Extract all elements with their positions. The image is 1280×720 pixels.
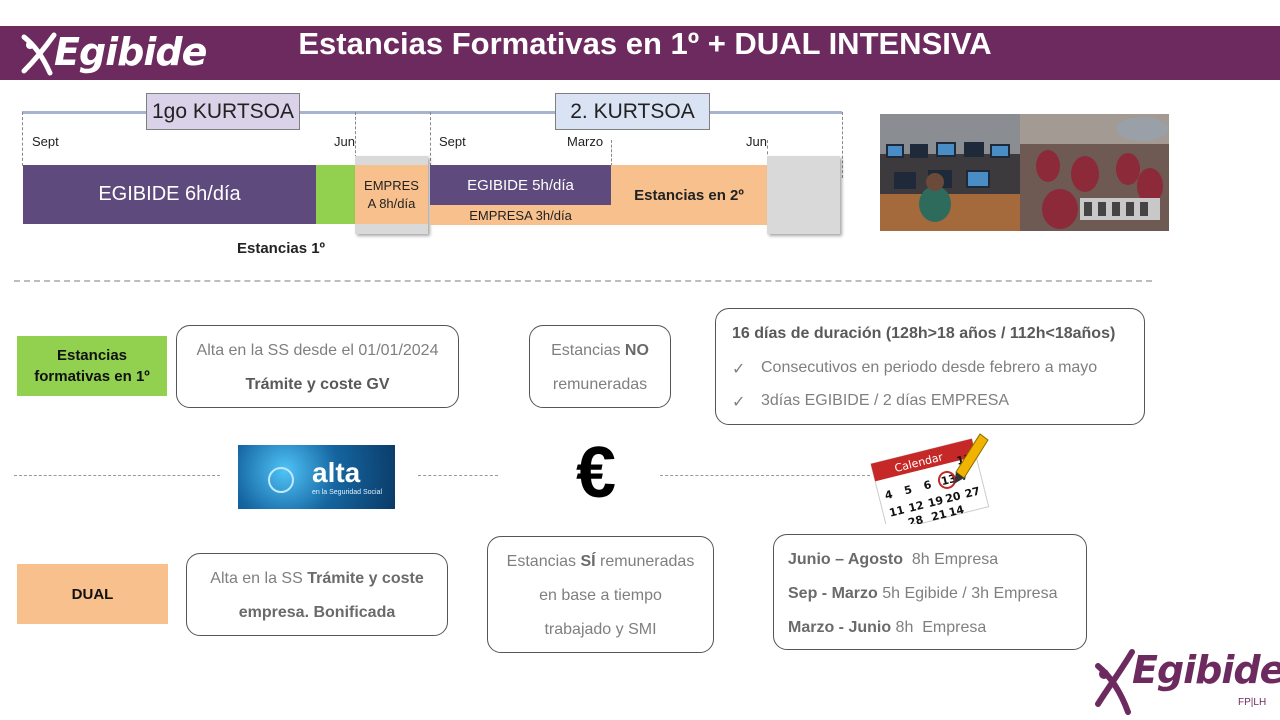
timeline-marker <box>355 112 356 158</box>
estancias-row-label: Estancias formativas en 1º <box>17 336 167 396</box>
check-icon: ✓ <box>732 394 746 411</box>
estancias-remun-line1: Estancias NO <box>551 342 649 359</box>
icon-row-separator <box>660 475 870 476</box>
alta-text: alta <box>312 457 361 488</box>
dual-alta-line1: Alta en la SS Trámite y coste <box>210 570 424 587</box>
dual-schedule-3: Marzo - Junio 8h Empresa <box>788 619 987 636</box>
segment-egibide-6h: EGIBIDE 6h/día <box>23 165 316 224</box>
section-separator <box>14 280 1152 282</box>
svg-text:21: 21 <box>930 507 948 523</box>
kurtsoa-1-label: 1go KURTSOA <box>146 93 300 130</box>
dual-remun-line3: trabajado y SMI <box>544 621 657 638</box>
alta-subtext: en la Seguridad Social <box>312 489 383 496</box>
estancias-duration-box: 16 días de duración (128h>18 años / 112h… <box>715 308 1145 425</box>
svg-text:12: 12 <box>907 499 925 515</box>
timeline-marker <box>767 140 768 160</box>
duration-title: 16 días de duración (128h>18 años / 112h… <box>732 325 1116 342</box>
month-marzo: Marzo <box>567 134 604 149</box>
segment-empresa-3h: EMPRESA 3h/día <box>430 205 611 225</box>
svg-text:14: 14 <box>947 503 965 519</box>
estancias-remun-box: Estancias NO remuneradas <box>529 325 671 408</box>
segment-egibide-5h: EGIBIDE 5h/día <box>430 165 611 205</box>
dual-schedule-1: Junio – Agosto 8h Empresa <box>788 551 999 568</box>
dual-remun-box: Estancias SÍ remuneradas en base a tiemp… <box>487 536 714 653</box>
svg-text:5: 5 <box>903 483 914 497</box>
svg-text:6: 6 <box>922 478 933 493</box>
svg-text:11: 11 <box>888 503 906 519</box>
timeline-marker <box>611 140 612 166</box>
timeline-axis <box>22 111 842 114</box>
euro-icon: € <box>576 433 617 513</box>
svg-text:27: 27 <box>963 485 981 501</box>
timeline-marker <box>842 112 843 178</box>
footer-logo-text: Egibide <box>1132 648 1280 692</box>
dual-remun-line2: en base a tiempo <box>539 587 662 604</box>
svg-text:28: 28 <box>907 513 925 524</box>
egibide-x-logo-icon <box>21 32 57 76</box>
svg-text:19: 19 <box>927 494 945 510</box>
page-title: Estancias Formativas en 1º + DUAL INTENS… <box>298 26 992 61</box>
svg-text:20: 20 <box>944 489 962 505</box>
header-bar <box>0 26 1280 80</box>
timeline-marker <box>430 112 431 166</box>
icon-row-separator <box>14 475 220 476</box>
month-sept-1: Sept <box>32 134 59 149</box>
estancias-alta-line1: Alta en la SS desde el 01/01/2024 <box>196 342 439 359</box>
duration-item-1: Consecutivos en periodo desde febrero a … <box>761 359 1098 376</box>
segment-estancias-1 <box>316 165 355 224</box>
calendar-icon: Calendar 4 5 6 13 7 11 12 19 20 27 28 14… <box>870 433 990 524</box>
svg-text:4: 4 <box>883 488 894 503</box>
dual-schedule-2: Sep - Marzo 5h Egibide / 3h Empresa <box>788 585 1058 602</box>
month-jun-2: Jun <box>746 134 767 149</box>
duration-item-2: 3días EGIBIDE / 2 días EMPRESA <box>761 392 1010 409</box>
dual-alta-box: Alta en la SS Trámite y coste empresa. B… <box>186 553 448 636</box>
estancias-remun-line2: remuneradas <box>552 376 648 393</box>
logo-text: Egibide <box>54 30 207 74</box>
segment-empresa-8h: EMPRES A 8h/día <box>355 165 428 224</box>
footer-logo-sub: FP|LH <box>1238 697 1267 708</box>
segment-estancias-2: Estancias en 2º <box>611 165 767 225</box>
dual-alta-line2: empresa. Bonificada <box>238 604 396 621</box>
icon-row-separator <box>418 475 498 476</box>
dual-schedule-box: Junio – Agosto 8h Empresa Sep - Marzo 5h… <box>773 534 1087 650</box>
month-jun-1: Jun <box>334 134 355 149</box>
estancias-1-caption: Estancias 1º <box>237 240 326 257</box>
dual-row-label: DUAL <box>17 564 168 624</box>
timeline-marker <box>22 112 23 166</box>
workshop-photo <box>880 114 1169 231</box>
kurtsoa-2-label: 2. KURTSOA <box>555 93 710 130</box>
month-sept-2: Sept <box>439 134 466 149</box>
egibide-x-logo-footer-icon <box>1095 649 1135 715</box>
estancias-alta-box: Alta en la SS desde el 01/01/2024 Trámit… <box>176 325 459 408</box>
estancias-alta-line2: Trámite y coste GV <box>245 376 390 393</box>
check-icon: ✓ <box>732 361 746 378</box>
dual-remun-line1: Estancias SÍ remuneradas <box>506 553 695 570</box>
plus-icon <box>268 467 294 493</box>
alta-seguridad-social-image: alta en la Seguridad Social <box>238 445 395 509</box>
segment-grey-2 <box>767 156 840 234</box>
